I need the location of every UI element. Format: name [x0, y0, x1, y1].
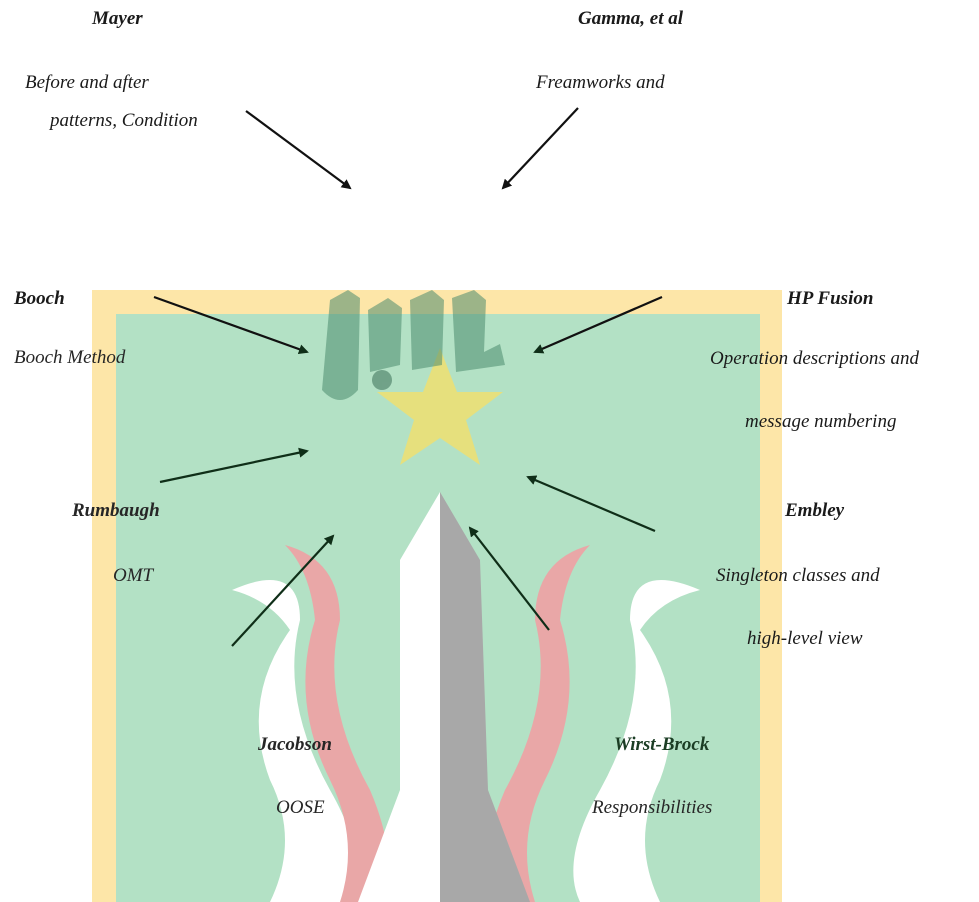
hp-fusion-name: HP Fusion — [787, 288, 873, 310]
booch-name: Booch — [14, 288, 65, 310]
wirst-brock-line-1: Responsibilities — [592, 797, 712, 819]
arrow-gamma — [503, 108, 578, 188]
embley-line-1: Singleton classes and — [716, 565, 880, 587]
arrow-mayer — [246, 111, 350, 188]
embley-line-2: high-level view — [747, 628, 863, 650]
hp-fusion-line-2: message numbering — [745, 411, 896, 433]
arrow-jacobson — [232, 536, 333, 646]
mayer-name: Mayer — [92, 8, 143, 30]
gamma-name: Gamma, et al — [578, 8, 683, 30]
rumbaugh-name: Rumbaugh — [72, 500, 160, 522]
rumbaugh-line-1: OMT — [113, 565, 153, 587]
arrow-rumbaugh — [160, 451, 307, 482]
arrow-wirst-brock — [470, 528, 549, 630]
arrow-booch — [154, 297, 307, 352]
mayer-line-1: Before and after — [25, 72, 149, 94]
arrow-hp-fusion — [535, 297, 662, 352]
arrow-embley — [528, 477, 655, 531]
wirst-brock-name: Wirst-Brock — [614, 734, 709, 756]
jacobson-line-1: OOSE — [276, 797, 325, 819]
gamma-line-1: Freamworks and — [536, 72, 665, 94]
jacobson-name: Jacobson — [258, 734, 332, 756]
booch-line-1: Booch Method — [14, 347, 125, 369]
hp-fusion-line-1: Operation descriptions and — [710, 348, 919, 370]
embley-name: Embley — [785, 500, 844, 522]
mayer-line-2: patterns, Condition — [50, 110, 198, 132]
